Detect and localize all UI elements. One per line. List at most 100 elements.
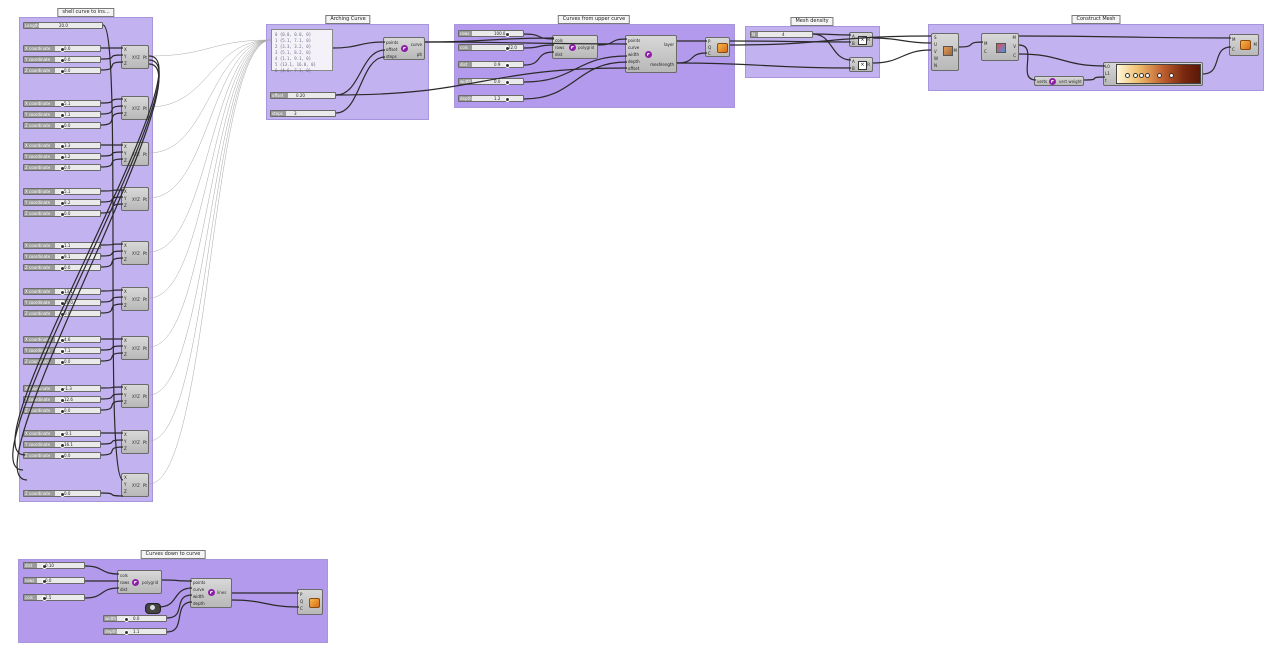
slider-knob[interactable]	[505, 80, 510, 85]
length-slider[interactable]: Length 20.0	[23, 22, 103, 29]
input-cols[interactable]: cols	[120, 573, 128, 578]
slider-knob[interactable]	[60, 492, 65, 497]
input-points[interactable]: points	[386, 40, 399, 45]
curves-layer-component[interactable]: points curve width depth offset layer me…	[625, 35, 677, 73]
output-pt[interactable]: Pt	[143, 297, 147, 302]
input-n[interactable]: N	[934, 63, 937, 68]
input-dist[interactable]: dist	[120, 587, 128, 592]
input-offset[interactable]: offset	[386, 47, 398, 52]
input-p[interactable]: P	[708, 39, 711, 44]
multiply-component-top[interactable]: A B × R	[849, 32, 873, 47]
input-x[interactable]: X	[124, 144, 127, 149]
slider-knob[interactable]	[42, 579, 47, 584]
input-m[interactable]: M	[1232, 37, 1236, 42]
x-coordinate-slider[interactable]: X coordinate-1.3	[23, 385, 101, 392]
input-q[interactable]: Q	[708, 45, 712, 50]
input-x[interactable]: X	[124, 289, 127, 294]
output-curve[interactable]: curve	[410, 42, 422, 47]
input-x[interactable]: X	[124, 432, 127, 437]
input-y[interactable]: Y	[124, 345, 127, 350]
input-y[interactable]: Y	[124, 54, 127, 59]
input-b[interactable]: B	[852, 41, 855, 46]
input-offset[interactable]: offset	[628, 66, 640, 71]
input-v[interactable]: V	[934, 49, 937, 54]
output-m[interactable]: M	[1012, 35, 1016, 40]
input-b[interactable]: B	[852, 66, 855, 71]
polygrid-component-down[interactable]: cols rows dist polygrid	[117, 570, 162, 594]
input-c[interactable]: C	[1232, 47, 1235, 52]
input-z[interactable]: Z	[124, 400, 127, 405]
output-meshlength[interactable]: meshlength	[650, 62, 674, 67]
input-z[interactable]: Z	[124, 61, 127, 66]
output-pt[interactable]: Pt	[143, 152, 147, 157]
input-z[interactable]: Z	[124, 352, 127, 357]
gradient-handle[interactable]	[1157, 73, 1162, 78]
output-pt[interactable]: Pt	[143, 55, 147, 60]
output-r[interactable]: R	[867, 37, 870, 42]
input-depth[interactable]: depth	[193, 601, 205, 606]
mesh-output-component[interactable]: P Q C	[705, 37, 730, 57]
input-y[interactable]: Y	[124, 196, 127, 201]
input-t[interactable]: t	[1105, 78, 1107, 83]
input-l1[interactable]: L1	[1105, 71, 1110, 76]
input-y[interactable]: Y	[124, 482, 127, 487]
input-z[interactable]: Z	[124, 158, 127, 163]
output-pt[interactable]: Pt	[143, 251, 147, 256]
group-construct-mesh[interactable]	[928, 24, 1264, 91]
slider-knob[interactable]	[42, 564, 47, 569]
input-cols[interactable]: cols	[555, 38, 563, 43]
slider-knob[interactable]	[505, 32, 510, 37]
density-slider[interactable]: N 4	[750, 31, 813, 38]
input-rows[interactable]: rows	[555, 45, 565, 50]
gradient-editor[interactable]	[1116, 64, 1201, 84]
input-y[interactable]: Y	[124, 105, 127, 110]
output-layer[interactable]: layer	[663, 42, 674, 47]
input-c[interactable]: C	[708, 51, 711, 56]
output-m[interactable]: M	[1253, 42, 1257, 47]
output-pt[interactable]: Pt	[143, 197, 147, 202]
gradient-handle[interactable]	[1139, 73, 1144, 78]
slider-knob[interactable]	[42, 596, 47, 601]
input-w[interactable]: W	[934, 56, 938, 61]
input-points[interactable]: points	[628, 38, 641, 43]
input-y[interactable]: Y	[124, 151, 127, 156]
input-x[interactable]: X	[124, 475, 127, 480]
multiply-component-bottom[interactable]: A B × R	[849, 57, 873, 72]
gradient-handle[interactable]	[1145, 73, 1150, 78]
input-z[interactable]: Z	[124, 489, 127, 494]
offset-slider[interactable]: offset 0.20	[270, 92, 336, 99]
input-y[interactable]: Y	[124, 250, 127, 255]
input-a[interactable]: A	[852, 34, 855, 39]
slider-knob[interactable]	[505, 63, 510, 68]
input-m[interactable]: M	[984, 41, 988, 46]
input-z[interactable]: Z	[124, 303, 127, 308]
input-steps[interactable]: steps	[386, 54, 397, 59]
output-pt[interactable]: Pt	[143, 106, 147, 111]
input-x[interactable]: X	[124, 98, 127, 103]
output-plt[interactable]: plt	[416, 52, 422, 57]
input-curve[interactable]: curve	[628, 45, 640, 50]
